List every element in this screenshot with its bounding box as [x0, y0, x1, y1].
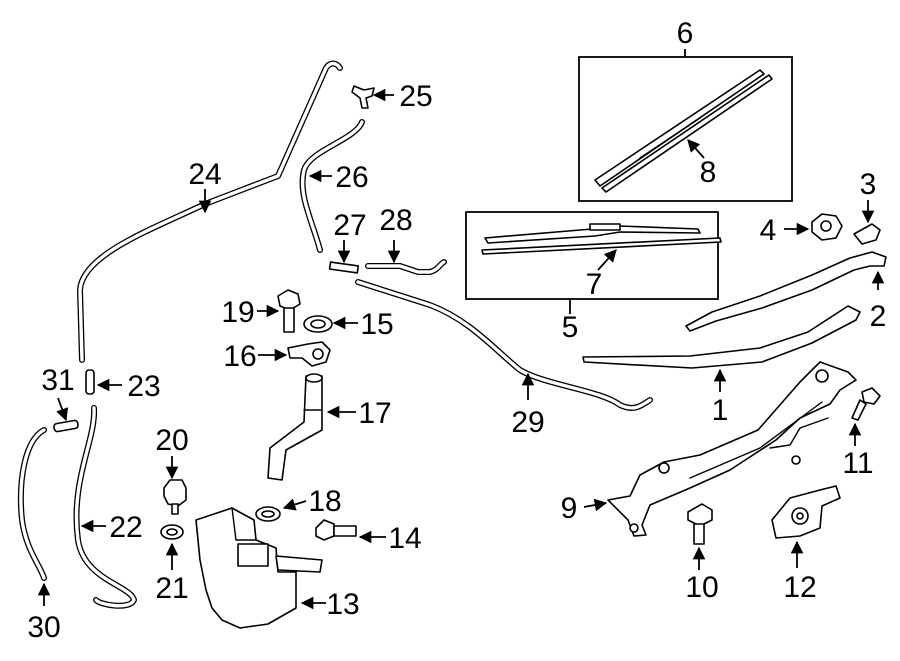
callout-5: 5 — [562, 311, 579, 344]
callout-19: 19 — [221, 296, 254, 329]
part-13-washer-reservoir — [195, 507, 323, 629]
leader-lines — [37, 49, 885, 610]
part-26-washer-hose — [299, 119, 365, 253]
callout-6: 6 — [677, 17, 694, 50]
callout-27: 27 — [333, 209, 366, 242]
callout-28: 28 — [379, 204, 412, 237]
callout-29: 29 — [511, 406, 544, 439]
callout-13: 13 — [326, 588, 359, 621]
part-19-bolt — [277, 289, 301, 333]
callout-1: 1 — [712, 394, 729, 427]
part-21-grommet — [160, 524, 184, 540]
leader-7 — [597, 249, 617, 271]
part-5-wiper-blade-box — [465, 211, 722, 300]
callout-14: 14 — [388, 522, 421, 555]
leader-8 — [687, 139, 705, 159]
part-24-washer-hose — [77, 60, 343, 363]
callout-10: 10 — [685, 571, 718, 604]
callout-31: 31 — [41, 364, 74, 397]
callout-24: 24 — [188, 158, 221, 191]
leader-31 — [56, 397, 69, 422]
part-28-washer-hose — [365, 259, 447, 275]
part-20-washer-pump — [163, 479, 187, 515]
leader-9 — [583, 498, 608, 512]
part-12-wiper-motor — [771, 485, 841, 539]
part-15-washer-ring — [303, 315, 333, 333]
part-11-bolt — [851, 387, 881, 421]
part-27-connector — [328, 261, 360, 274]
part-29-washer-hose — [355, 279, 653, 411]
callout-20: 20 — [155, 424, 188, 457]
callout-18: 18 — [308, 485, 341, 518]
callout-7: 7 — [586, 268, 603, 301]
callout-26: 26 — [335, 161, 368, 194]
leader-18 — [282, 498, 307, 511]
callout-16: 16 — [223, 340, 256, 373]
callout-17: 17 — [358, 397, 391, 430]
part-18-washer-ring — [255, 506, 281, 522]
part-16-bracket — [287, 341, 331, 367]
part-9-wiper-linkage — [607, 361, 857, 537]
callout-labels: 1 2 3 4 5 6 7 8 9 10 11 12 13 14 15 16 1… — [27, 17, 886, 644]
callout-22: 22 — [109, 511, 142, 544]
part-10-bolt — [687, 503, 713, 545]
part-30-washer-hose — [17, 427, 47, 581]
callout-2: 2 — [870, 300, 887, 333]
part-23-connector — [85, 369, 95, 395]
part-14-bolt — [315, 519, 357, 541]
callout-12: 12 — [783, 571, 816, 604]
part-6-blade-refill-box — [578, 56, 793, 202]
callout-8: 8 — [700, 156, 717, 189]
part-2-wiper-arm — [685, 251, 887, 332]
callout-4: 4 — [760, 214, 777, 247]
part-17-filler-neck — [267, 373, 323, 481]
part-31-connector — [53, 419, 79, 433]
part-22-washer-hose — [73, 405, 137, 609]
part-1-wiper-arm — [582, 305, 861, 369]
callout-23: 23 — [127, 370, 160, 403]
part-4-nut — [811, 213, 843, 241]
callout-11: 11 — [842, 447, 873, 480]
callout-30: 30 — [27, 611, 60, 644]
part-3-cap — [853, 223, 881, 245]
callout-25: 25 — [399, 80, 432, 113]
callout-3: 3 — [860, 168, 877, 201]
callout-15: 15 — [360, 308, 393, 341]
callout-21: 21 — [155, 572, 188, 605]
part-25-y-connector — [351, 85, 375, 109]
callout-9: 9 — [561, 492, 578, 525]
